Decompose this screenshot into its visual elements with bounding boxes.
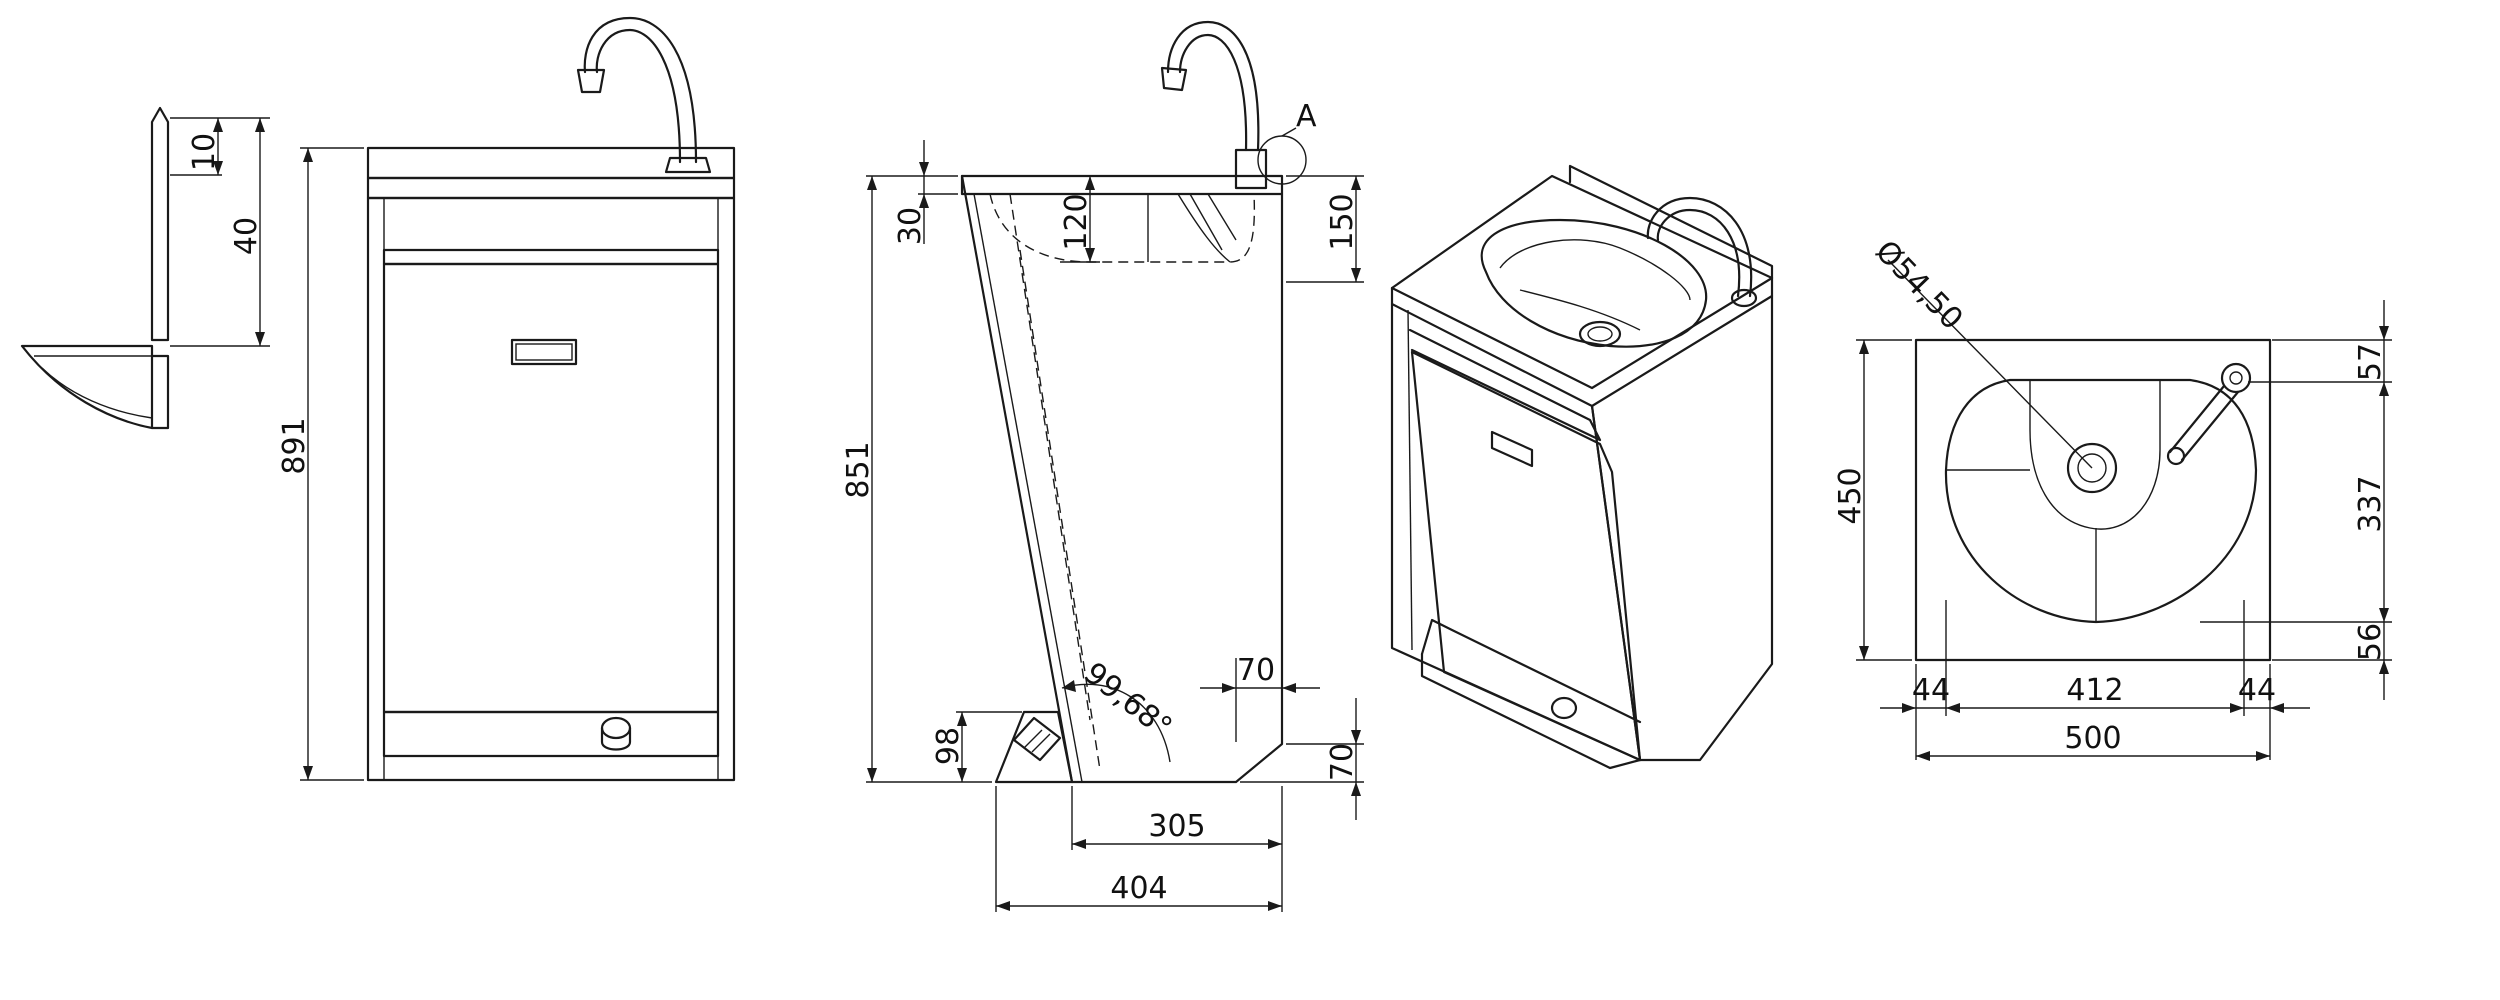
top-faucet-base: [2220, 362, 2252, 394]
iso-faucet: [1656, 208, 1741, 298]
side-dim-404: 404: [1110, 871, 1167, 906]
side-dim-98: 98: [931, 727, 966, 765]
iso-basin: [1480, 218, 1708, 348]
side-dim-120: 120: [1059, 193, 1094, 250]
iso-drain: [1578, 320, 1622, 348]
top-outline: [1914, 338, 2272, 662]
detail-lower-plate: [150, 354, 170, 430]
side-dim-305: 305: [1148, 809, 1205, 844]
top-view: Ø54,50 450 57 337 56 44 412 44: [1833, 234, 2392, 761]
side-dim-851: 851: [841, 441, 876, 498]
top-dim-diameter: Ø54,50: [1868, 234, 1969, 337]
iso-foot-pedal: [1550, 696, 1578, 720]
isometric-view: [1390, 164, 1774, 770]
side-view: A 851 30 120: [841, 20, 1364, 912]
front-dim-891: 891: [277, 417, 312, 474]
detail-bowl-edge: [20, 344, 154, 430]
side-angle-label: 99,68°: [1077, 656, 1178, 746]
side-dim-70-top: 70: [1237, 653, 1275, 688]
detail-dim-40: 40: [229, 217, 264, 255]
front-door-handle: [510, 338, 578, 366]
detail-a-view: 10 40: [20, 106, 270, 430]
side-body-outline: [960, 174, 1284, 784]
top-dim-500: 500: [2064, 721, 2121, 756]
front-cabinet: [366, 196, 736, 782]
iso-door: [1410, 350, 1642, 762]
top-dim-450: 450: [1833, 467, 1868, 524]
top-dim-57: 57: [2353, 343, 2388, 381]
front-view: 891: [277, 16, 736, 782]
side-pedal-base: [994, 710, 1074, 784]
top-dim-44-left: 44: [1912, 673, 1950, 708]
iso-countertop: [1390, 174, 1774, 390]
top-dim-412: 412: [2066, 673, 2123, 708]
top-dim-337: 337: [2353, 475, 2388, 532]
iso-door-handle: [1490, 430, 1534, 468]
side-dim-70-side: 70: [1325, 743, 1360, 781]
side-dim-30: 30: [893, 207, 928, 245]
detail-dim-10: 10: [187, 133, 222, 171]
front-foot-pedal: [600, 716, 632, 740]
iso-pedal-plinth: [1420, 618, 1642, 724]
top-dim-56: 56: [2353, 623, 2388, 661]
top-basin: [1944, 378, 2258, 624]
side-faucet-spout: [1178, 33, 1248, 152]
side-callout-label: A: [1296, 99, 1317, 134]
side-angle-arc: [1061, 683, 1171, 763]
front-door: [382, 262, 720, 714]
top-dim-44-right: 44: [2238, 673, 2276, 708]
top-drain: [2066, 442, 2118, 494]
detail-vertical-plate: [150, 106, 170, 342]
iso-cabinet-side: [1590, 294, 1774, 762]
side-dim-150: 150: [1325, 193, 1360, 250]
front-faucet-spout: [595, 28, 682, 164]
detail-bowl-inner: [34, 355, 153, 419]
